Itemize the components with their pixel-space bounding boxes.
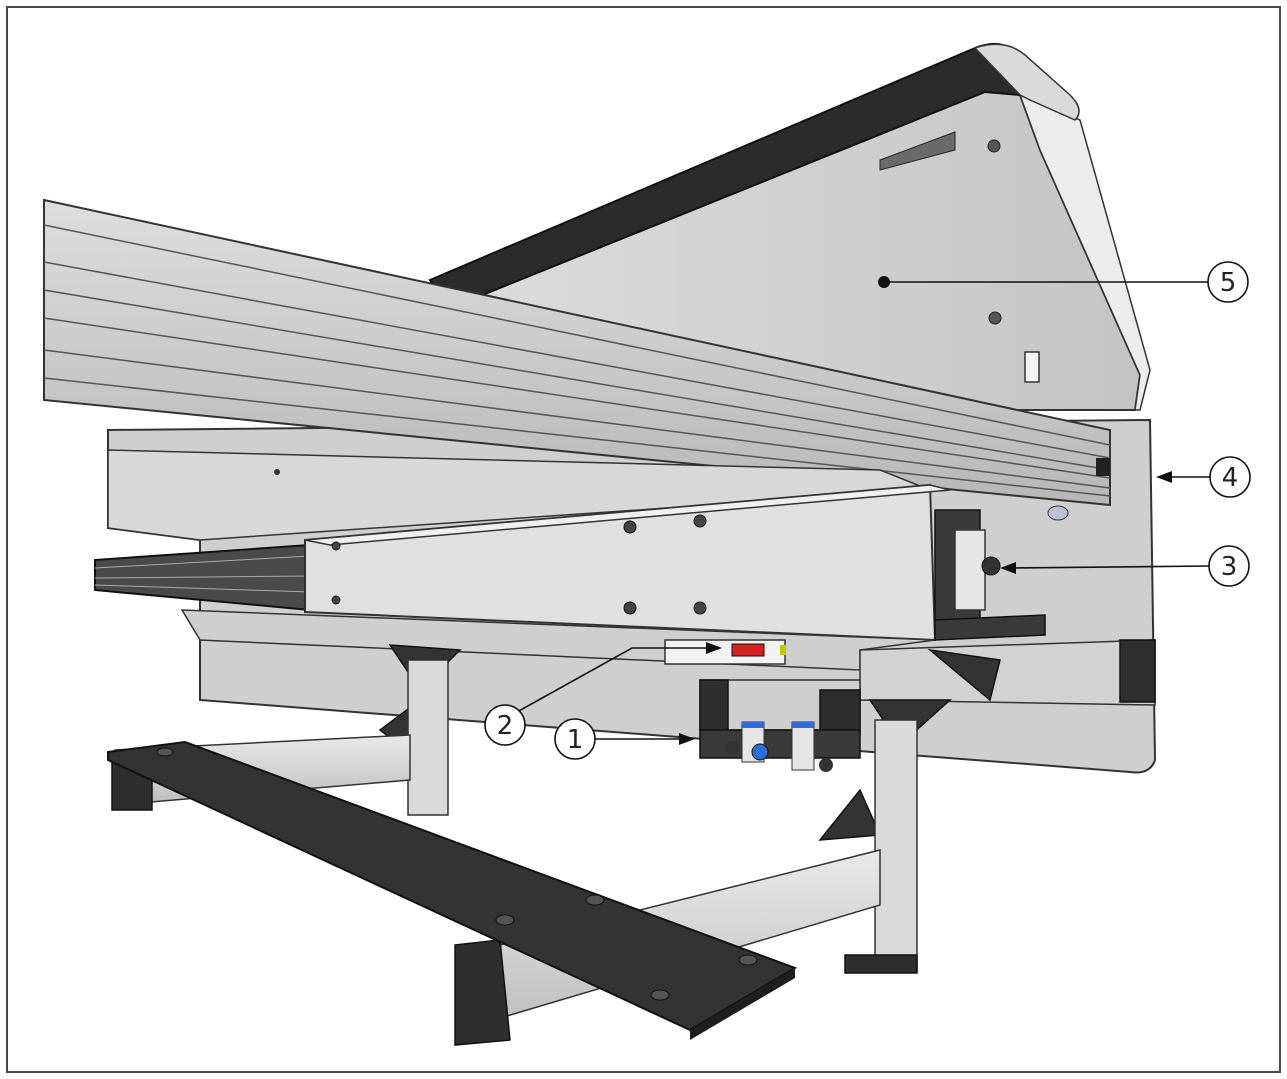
callout-2: 2 xyxy=(484,642,722,746)
frame-leg-left xyxy=(407,659,449,816)
fitting-body xyxy=(954,529,986,611)
frame-leg-right xyxy=(874,719,918,971)
foot-front xyxy=(454,939,511,1046)
sensor-indicator xyxy=(731,643,765,657)
leg-foot xyxy=(844,954,918,974)
base-plate-edge xyxy=(690,968,795,1040)
callout-5-bubble xyxy=(1207,261,1249,303)
callout-3-label: 3 xyxy=(1221,552,1238,582)
callout-3-arrow-icon xyxy=(1000,562,1016,574)
mounting-bracket-right xyxy=(934,614,1046,641)
callout-5: 5 xyxy=(878,261,1249,303)
callout-4-label: 4 xyxy=(1222,463,1239,493)
callout-2-leader xyxy=(516,647,708,713)
valve-manifold xyxy=(699,729,861,759)
angle-bracket xyxy=(818,788,882,841)
carriage-housing-top xyxy=(304,484,951,546)
panel-vent xyxy=(879,131,956,171)
sensor-slot xyxy=(664,639,786,665)
solenoid-right xyxy=(819,689,861,736)
callout-1-arrow-icon xyxy=(679,733,695,745)
rail-stripes xyxy=(94,555,311,593)
base-plate-holes xyxy=(156,747,758,1001)
callout-2-label: 2 xyxy=(497,711,514,741)
callout-2-bubble xyxy=(484,704,526,746)
callout-2-arrow-icon xyxy=(706,642,722,654)
panel-slot xyxy=(1024,351,1040,383)
callout-1: 1 xyxy=(554,718,695,760)
callout-3: 3 xyxy=(1000,545,1250,587)
shelf-hole-icon xyxy=(274,469,280,475)
side-panel-fold xyxy=(1018,93,1151,411)
fitting-cap-icon xyxy=(1047,505,1069,521)
solenoid-left xyxy=(699,679,729,731)
callout-3-bubble xyxy=(1208,545,1250,587)
lower-shelf xyxy=(107,449,931,541)
callout-1-bubble xyxy=(554,718,596,760)
carriage-screws xyxy=(331,514,707,615)
beam-grooves xyxy=(43,224,1111,497)
fitting-nut-icon xyxy=(981,556,1001,576)
right-profile-end xyxy=(859,639,1156,706)
angle-bracket xyxy=(927,648,1001,702)
beam-end-slot xyxy=(1096,458,1110,476)
sensor-led xyxy=(780,645,786,655)
callout-4-arrow-icon xyxy=(1156,471,1172,483)
aluminum-profile-beam xyxy=(43,198,1111,507)
air-fittings xyxy=(725,721,833,772)
panel-screw-icon xyxy=(988,311,1002,325)
callout-5-label: 5 xyxy=(1220,268,1237,298)
rubber-seal-cap xyxy=(973,43,1080,121)
callout-4: 4 xyxy=(1156,456,1251,498)
panel-screw-icon xyxy=(987,139,1001,153)
callout-3-leader xyxy=(1013,565,1210,569)
callout-4-bubble xyxy=(1209,456,1251,498)
base-plate xyxy=(107,740,798,1032)
end-cap xyxy=(1119,639,1156,703)
callout-1-label: 1 xyxy=(567,725,584,755)
